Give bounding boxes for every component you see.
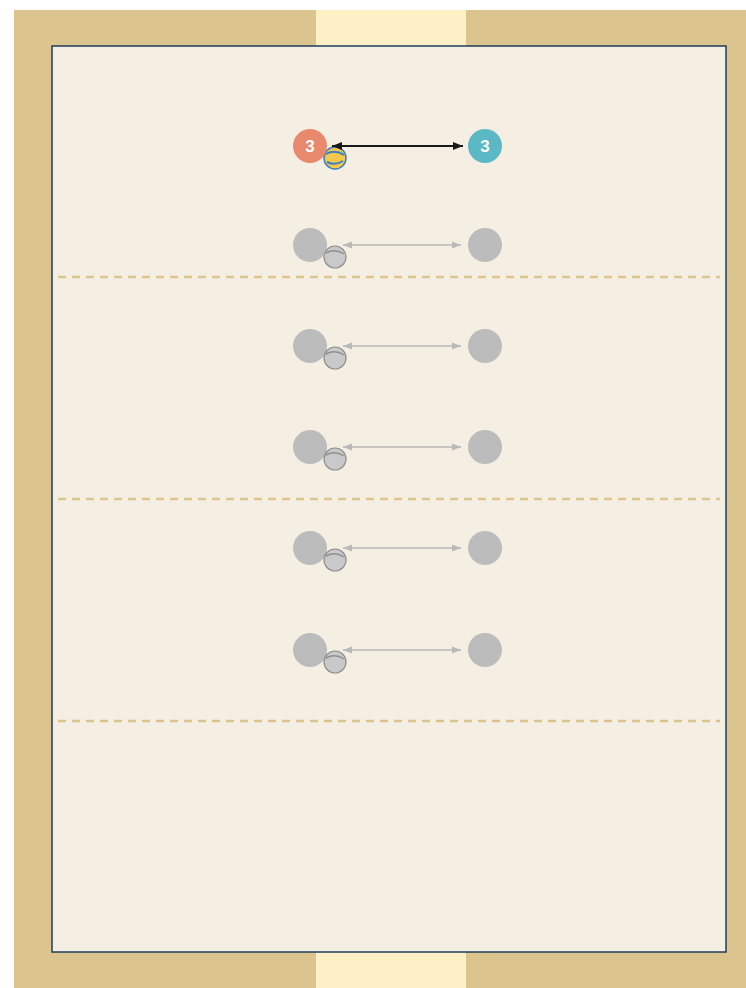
ghost-ball (324, 246, 346, 268)
ghost-pass-arrow (343, 649, 461, 651)
player-marker: 3 (468, 129, 502, 163)
ghost-ball (324, 448, 346, 470)
pass-arrow (332, 145, 463, 147)
court-surround (14, 10, 746, 988)
ball-pattern (326, 152, 344, 164)
ghost-ball-pattern (326, 251, 344, 254)
ghost-player (293, 531, 327, 565)
ghost-ball (324, 651, 346, 673)
ghost-ball (324, 347, 346, 369)
player-disc (293, 129, 327, 163)
ghost-pass-arrow (343, 345, 461, 347)
ghost-player (468, 531, 502, 565)
court-floor (52, 46, 726, 952)
ghost-player (293, 430, 327, 464)
zone-lines (58, 277, 720, 721)
ghost-pass-arrow (343, 446, 461, 448)
ghost-row (293, 329, 502, 369)
ghost-player (293, 228, 327, 262)
ghost-pass-arrow (343, 244, 461, 246)
player-marker: 3 (293, 129, 327, 163)
zone-line (58, 498, 720, 501)
ghost-row (293, 633, 502, 673)
zone-line (58, 720, 720, 723)
player-number: 3 (480, 138, 489, 155)
ghost-ball-pattern (326, 656, 344, 659)
ball (324, 147, 346, 169)
ghost-player (468, 633, 502, 667)
ghost-player (468, 228, 502, 262)
ghost-ball-pattern (326, 352, 344, 355)
ghost-ball-pattern (326, 554, 344, 557)
ghost-pass-arrow (343, 547, 461, 549)
ghost-row (293, 531, 502, 571)
ghost-player (468, 430, 502, 464)
ghost-ball-pattern (326, 453, 344, 456)
ghost-row (293, 430, 502, 470)
ghost-player (293, 633, 327, 667)
goal-area (316, 952, 466, 988)
player-number: 3 (305, 138, 314, 155)
ghost-row (293, 228, 502, 268)
player-disc (468, 129, 502, 163)
ghost-ball (324, 549, 346, 571)
goal-area (316, 10, 466, 46)
ghost-positions (293, 228, 502, 673)
ghost-player (468, 329, 502, 363)
ghost-player (293, 329, 327, 363)
ball-body (324, 147, 346, 169)
zone-line (58, 276, 720, 279)
